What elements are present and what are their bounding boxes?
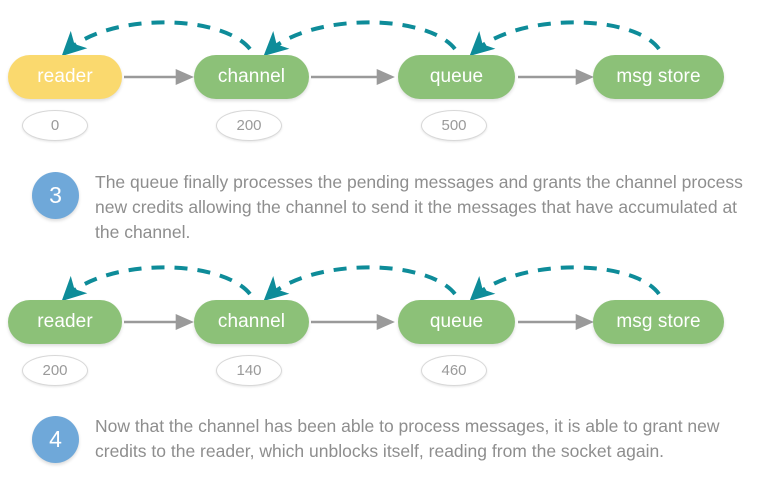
diagram-arrows-0: [61, 20, 661, 86]
credit-arrow-queue-to-channel: [263, 20, 457, 57]
node-queue: queue: [398, 55, 515, 99]
credit-arrow-channel-to-reader: [61, 20, 252, 57]
node-label: reader: [37, 66, 93, 87]
node-label: queue: [429, 66, 484, 87]
node-label: channel: [217, 66, 286, 87]
diagram-step-4-state: reader 200 channel 140 queue 460 msg store: [0, 245, 769, 395]
node-label: reader: [37, 311, 93, 332]
credit-badge-queue: 460: [421, 355, 487, 386]
node-queue: queue: [398, 300, 515, 344]
node-label: channel: [217, 311, 286, 332]
node-channel: channel: [194, 300, 309, 344]
diagram-step-3-state: reader 0 channel 200 queue 500 msg store: [0, 0, 769, 150]
credit-arrow-channel-to-reader: [61, 265, 252, 302]
step-number-badge: 4: [32, 416, 79, 463]
credit-badge-reader: 0: [22, 110, 88, 141]
credit-badge-queue: 500: [421, 110, 487, 141]
credit-arrow-msg-store-to-queue: [469, 20, 661, 57]
step-block-4: 4 Now that the channel has been able to …: [0, 412, 769, 499]
node-reader: reader: [8, 300, 122, 344]
node-label: msg store: [616, 66, 701, 87]
credit-arrow-queue-to-channel: [263, 265, 457, 302]
node-reader: reader: [8, 55, 122, 99]
credit-badge-channel: 200: [216, 110, 282, 141]
node-label: msg store: [616, 311, 701, 332]
node-label: queue: [429, 311, 484, 332]
diagram-arrows-1: [61, 265, 661, 331]
step-number-badge: 3: [32, 172, 79, 219]
credit-badge-reader: 200: [22, 355, 88, 386]
step-block-3: 3 The queue finally processes the pendin…: [0, 168, 769, 260]
step-description: The queue finally processes the pending …: [95, 172, 743, 242]
node-msg-store: msg store: [593, 300, 724, 344]
node-msg-store: msg store: [593, 55, 724, 99]
credit-arrow-msg-store-to-queue: [469, 265, 661, 302]
node-channel: channel: [194, 55, 309, 99]
credit-badge-channel: 140: [216, 355, 282, 386]
step-description: Now that the channel has been able to pr…: [95, 416, 720, 461]
